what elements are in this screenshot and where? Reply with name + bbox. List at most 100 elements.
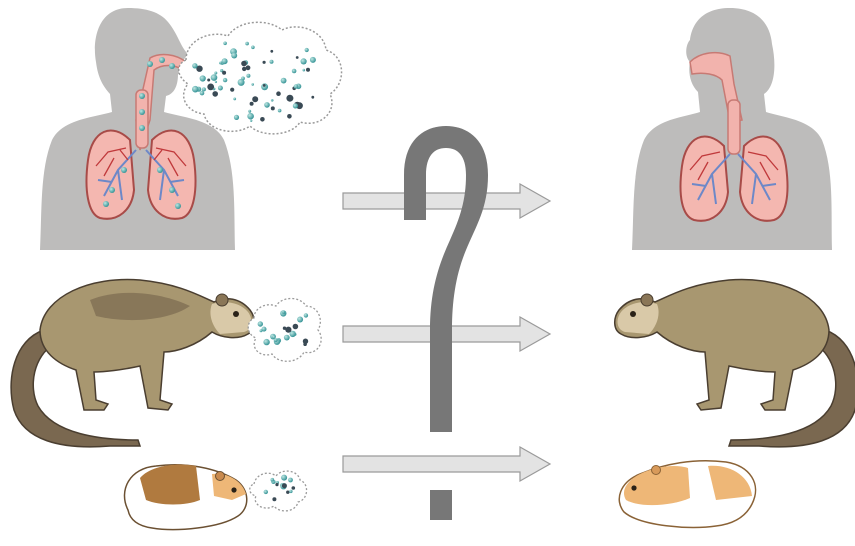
- guinea-pig-target-ear: [652, 466, 661, 475]
- arrow-guinea-pig-row: [343, 447, 550, 481]
- droplet: [272, 497, 276, 501]
- droplet: [303, 339, 308, 344]
- droplet: [304, 313, 308, 317]
- droplet: [207, 84, 214, 91]
- droplet: [270, 60, 274, 64]
- droplet: [282, 311, 285, 314]
- droplet: [263, 61, 266, 64]
- droplet: [250, 120, 252, 122]
- droplet: [292, 69, 297, 74]
- droplet: [305, 48, 309, 52]
- droplet: [157, 167, 163, 173]
- droplet: [260, 329, 263, 332]
- ferret-source-eye: [233, 311, 239, 317]
- arrow-human-row: [343, 184, 550, 218]
- droplet: [223, 42, 227, 46]
- droplet: [287, 114, 292, 119]
- question-mark-hook: [404, 126, 488, 432]
- droplet: [251, 46, 255, 50]
- droplet: [234, 115, 239, 120]
- droplet: [175, 203, 181, 209]
- droplet: [294, 84, 299, 89]
- droplet: [212, 91, 218, 97]
- droplet: [260, 117, 265, 122]
- droplet: [274, 338, 278, 342]
- droplet: [293, 324, 299, 330]
- droplet: [286, 95, 293, 102]
- droplet: [263, 84, 266, 87]
- human-source-droplet-cloud: [179, 22, 342, 134]
- droplet: [103, 201, 109, 207]
- droplet: [231, 53, 237, 59]
- droplet: [306, 68, 310, 72]
- droplet: [223, 78, 227, 82]
- droplet: [222, 71, 226, 75]
- human-target-lung-right: [740, 136, 788, 220]
- droplet: [296, 56, 299, 59]
- droplet: [272, 336, 275, 339]
- droplet: [276, 91, 281, 96]
- droplet: [264, 102, 270, 108]
- ferret-source-ear: [216, 294, 228, 306]
- droplet: [192, 86, 199, 93]
- droplet: [192, 63, 197, 68]
- droplet: [241, 61, 247, 67]
- droplet: [109, 187, 115, 193]
- guinea-pig-source: [124, 465, 246, 530]
- droplet: [271, 478, 275, 482]
- guinea-pig-source-eye: [231, 487, 236, 492]
- droplet: [292, 486, 296, 490]
- droplet: [169, 63, 175, 69]
- droplet: [289, 490, 292, 493]
- droplet: [284, 335, 290, 341]
- droplet: [200, 75, 206, 81]
- droplet: [297, 317, 303, 323]
- human-target-lung-left: [681, 136, 729, 220]
- droplet: [214, 72, 217, 75]
- human-target: [632, 8, 832, 250]
- droplet: [271, 106, 275, 110]
- droplet: [278, 109, 282, 113]
- droplet: [264, 490, 268, 494]
- droplet: [207, 79, 210, 82]
- ferret-source: [11, 279, 254, 446]
- droplet: [246, 74, 250, 78]
- droplet: [293, 103, 298, 108]
- human-source-lung-right: [148, 130, 196, 218]
- droplet: [238, 79, 245, 86]
- droplet: [251, 83, 254, 86]
- ferret-target-ear: [641, 294, 653, 306]
- droplet: [233, 98, 236, 101]
- droplet: [281, 78, 287, 84]
- droplet: [139, 109, 145, 115]
- ferret-target: [615, 279, 855, 446]
- droplet: [282, 483, 287, 488]
- ferret-target-eye: [630, 311, 636, 317]
- droplet: [215, 81, 217, 83]
- droplet: [270, 50, 273, 53]
- droplet: [222, 58, 228, 64]
- droplet: [230, 88, 234, 92]
- droplet: [263, 339, 269, 345]
- droplet: [202, 87, 206, 91]
- droplet: [285, 327, 291, 333]
- droplet: [147, 61, 153, 67]
- droplet: [252, 96, 258, 102]
- droplet: [242, 67, 246, 71]
- droplet: [275, 483, 278, 486]
- droplet: [303, 69, 306, 72]
- droplet: [271, 99, 274, 102]
- guinea-pig-cloud-outline: [250, 471, 307, 511]
- droplet: [121, 167, 127, 173]
- guinea-pig-source-droplet-cloud: [250, 471, 307, 511]
- human-source-lung-left: [87, 130, 135, 218]
- droplet: [211, 74, 218, 81]
- droplet: [247, 113, 254, 120]
- question-mark-dot: [430, 490, 452, 520]
- ferret-source-droplet-cloud: [248, 299, 321, 362]
- droplet: [310, 57, 316, 63]
- droplet: [248, 110, 251, 113]
- droplet: [311, 96, 314, 99]
